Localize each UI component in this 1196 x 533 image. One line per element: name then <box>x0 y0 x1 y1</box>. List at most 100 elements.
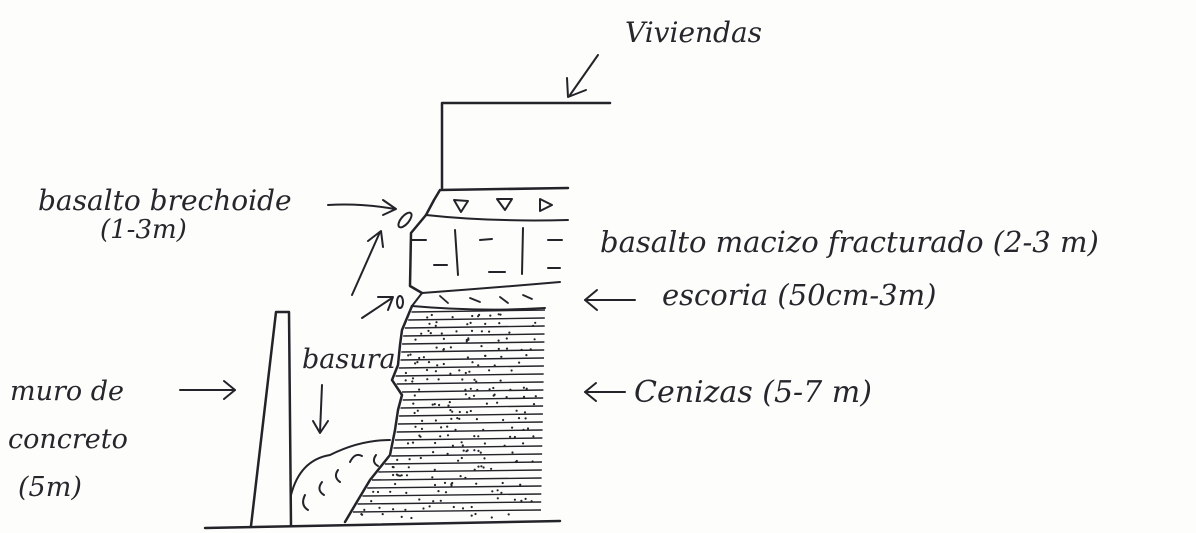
arrow-to-house <box>566 54 599 98</box>
ash-stipple-dot <box>480 465 483 468</box>
ash-stipple-dot <box>493 393 496 396</box>
escoria-layer <box>411 292 546 311</box>
ash-stipple-dot <box>436 364 439 367</box>
ash-stipple-dot <box>444 491 448 494</box>
ash-stipple-dot <box>446 452 449 455</box>
ash-stipple-dot <box>469 387 472 390</box>
ash-stipple-dot <box>499 379 502 382</box>
ash-stipple-dot <box>507 513 510 516</box>
ash-stipple-dot <box>429 332 432 335</box>
ash-stipple-dot <box>475 418 478 421</box>
label-viviendas: Viviendas <box>625 16 762 49</box>
cenizas-layer <box>343 304 546 524</box>
label-muro-thickness: (5m) <box>18 472 82 503</box>
ash-stipple-dot <box>381 513 384 516</box>
ash-stipple-dot <box>420 427 424 430</box>
ash-stipple-dot <box>488 330 491 333</box>
ash-stipple-dot <box>360 513 363 516</box>
ash-stipple-dot <box>464 476 467 479</box>
ash-stipple-dot <box>475 482 478 485</box>
ash-strata-line <box>404 325 545 329</box>
ash-stipple-dot <box>426 378 429 381</box>
ash-stipple-dot <box>489 314 492 317</box>
label-basalto-brechoide: basalto brechoide <box>38 184 292 217</box>
ash-stipple-dot <box>477 449 480 452</box>
ash-strata-lines <box>352 309 546 513</box>
ash-stipple-dot <box>480 345 483 348</box>
ash-stipple-dot <box>434 370 437 373</box>
ash-stipple-dot <box>497 313 500 316</box>
ash-stipple-dot <box>505 337 508 340</box>
ash-stipple-dot <box>435 346 438 349</box>
ash-stipple-dot <box>523 411 527 414</box>
ash-stipple-dot <box>500 491 503 494</box>
ash-strata-line <box>395 373 544 377</box>
ash-stipple-dot <box>510 426 514 429</box>
ash-strata-line <box>362 493 542 497</box>
ash-stipple-dot <box>449 346 452 349</box>
ash-stipple-dot <box>395 473 398 476</box>
ash-stipple-dot <box>394 482 397 486</box>
label-cenizas: Cenizas (5-7 m) <box>634 375 872 410</box>
ash-stipple-dot <box>534 321 537 324</box>
ash-stipple-dot <box>522 428 525 431</box>
ash-strata-line <box>400 357 545 361</box>
ash-stipple-dot <box>532 403 536 406</box>
ash-stipple-dot <box>477 364 480 367</box>
ash-stipple-dot <box>532 324 535 327</box>
ash-stipple-dot <box>392 473 395 477</box>
ash-stipple-dot <box>476 388 479 392</box>
ash-stipple-dot <box>437 490 440 493</box>
ash-stipple-dot <box>509 435 512 438</box>
ash-stipple-dot <box>420 332 423 335</box>
ash-stipple-dot <box>451 481 454 485</box>
ash-stipple-dot <box>510 369 513 372</box>
ash-stipple-dot <box>389 490 392 493</box>
ash-stipple-dot <box>491 490 494 493</box>
ash-stipple-dot <box>471 361 474 364</box>
ash-stipple-dot <box>496 401 499 404</box>
ash-stipple-dot <box>518 361 521 364</box>
ash-stipple-dot <box>434 441 437 445</box>
ash-stipple-dot <box>468 396 471 400</box>
ash-stipple-dot <box>409 353 412 356</box>
ash-stipple-dot <box>503 444 506 447</box>
debris-pebble <box>396 295 404 309</box>
ash-stipple-dot <box>469 409 472 413</box>
basalto-macizo-layer <box>408 213 563 295</box>
arrow-to-brechoide <box>327 199 397 216</box>
ash-stipple-dot <box>434 419 437 422</box>
ash-stipple-dot <box>438 403 441 407</box>
ash-strata-line <box>400 405 544 409</box>
ash-strata-line <box>398 365 544 369</box>
ash-strata-line <box>396 429 543 433</box>
ash-stipple-dot <box>404 379 407 382</box>
ash-stipple-dot <box>443 481 447 484</box>
ash-stipple-dot <box>457 459 460 462</box>
ash-stipple-dot <box>477 465 480 468</box>
ash-stipple-dot <box>440 426 443 429</box>
ash-stipple-dot <box>451 316 454 319</box>
ash-stipple-dot <box>461 378 464 381</box>
ash-stipple-dot <box>464 371 467 375</box>
ash-stipple-dot <box>416 361 419 364</box>
ash-stipple-dot <box>515 459 518 463</box>
ash-stipple-dot <box>459 475 462 478</box>
ash-strata-line <box>393 445 543 449</box>
label-basalto-macizo: basalto macizo fracturado (2-3 m) <box>600 225 1099 259</box>
concrete-wall <box>249 310 293 528</box>
ash-strata-line <box>411 309 546 313</box>
ash-stipple-dot <box>473 378 476 381</box>
ash-stipple-dot <box>458 417 461 420</box>
ash-stipple-dot <box>497 347 500 350</box>
ash-stipple-dot <box>525 387 528 390</box>
ash-stipple-dot <box>477 435 480 438</box>
ash-stipple-dot <box>414 338 417 341</box>
ash-strata-line <box>367 485 542 489</box>
arrow-from-cenizas-label <box>584 382 626 402</box>
ash-stipple-dot <box>461 444 464 447</box>
ash-stipple-dots <box>360 313 537 520</box>
ash-stipple-dot <box>406 442 410 445</box>
ash-stipple-dot <box>450 417 453 420</box>
ash-stipple-dot <box>522 442 525 445</box>
